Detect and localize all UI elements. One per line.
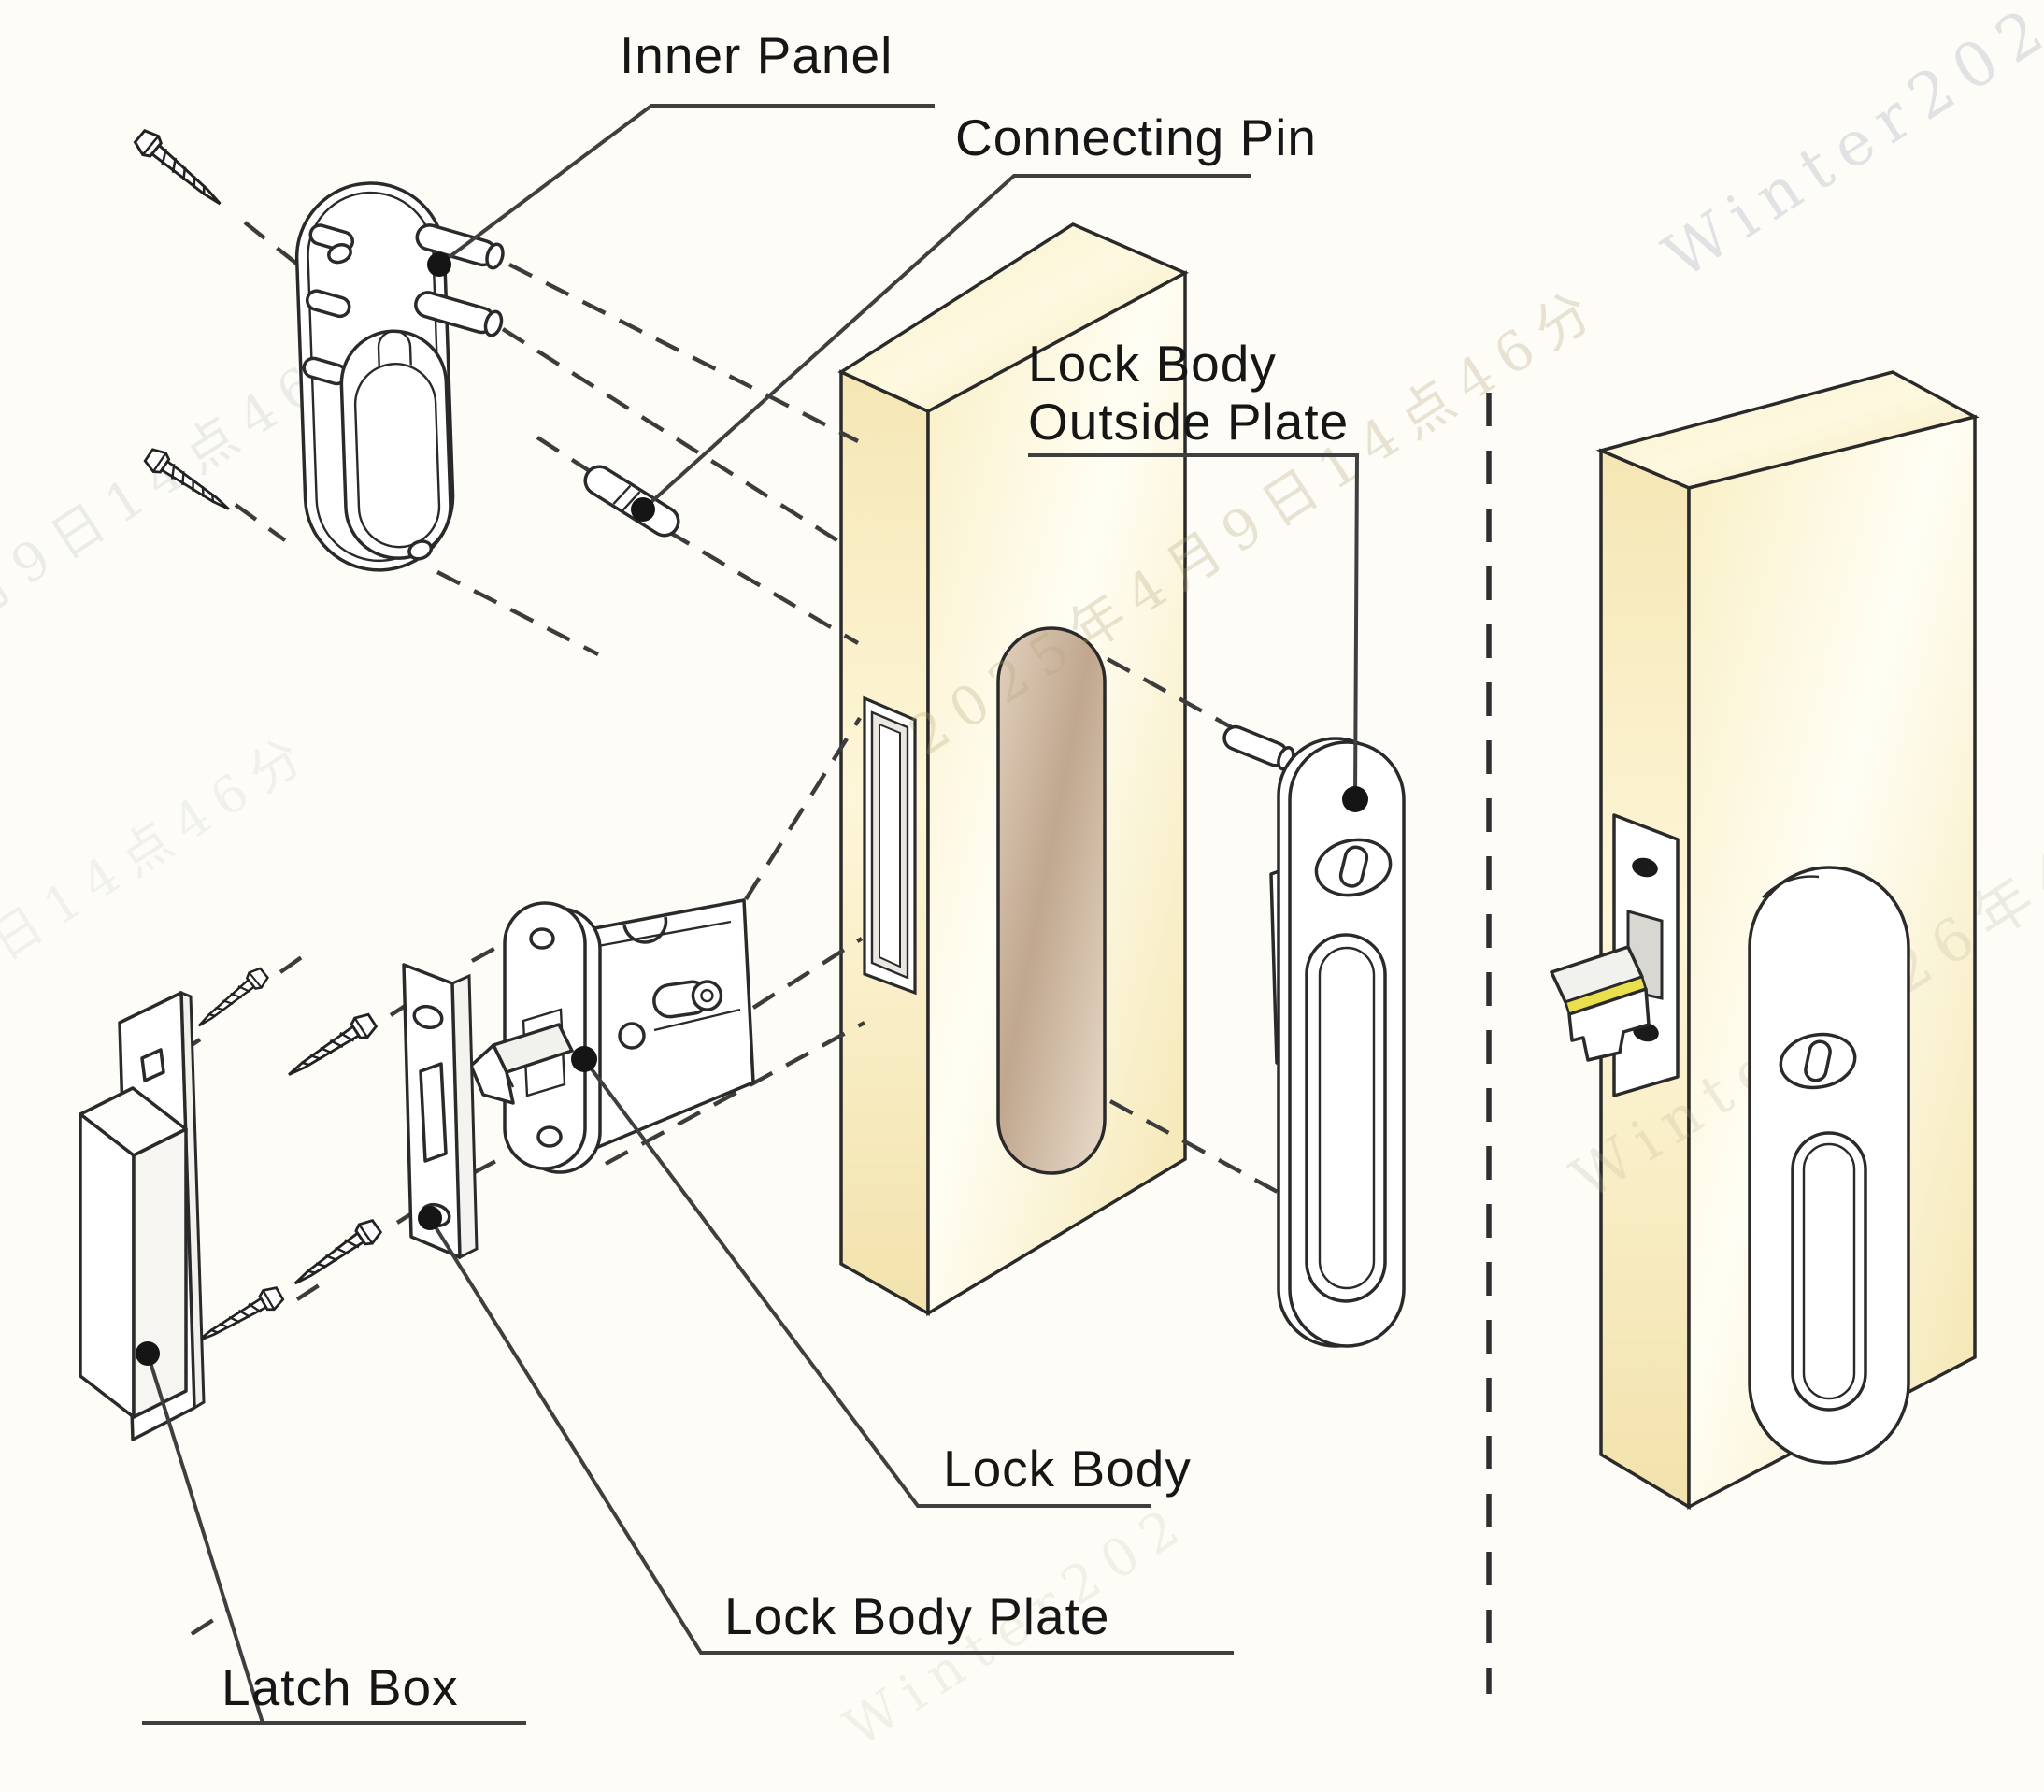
- leader-dot: [427, 252, 451, 277]
- leader-dot: [418, 1206, 442, 1230]
- leader-dot: [631, 497, 655, 522]
- door-panel-exploded: [837, 222, 1190, 1317]
- inner-panel-part: [294, 181, 505, 572]
- label-lock-body-plate: Lock Body Plate: [724, 1587, 1109, 1645]
- label-outside-plate-line1: Lock Body: [1028, 335, 1277, 393]
- leader-dot: [136, 1341, 160, 1366]
- labels: Inner Panel Connecting Pin Lock Body Out…: [222, 26, 1349, 1716]
- connecting-pin-part: [583, 465, 680, 538]
- alignment-dashed-lines: [168, 221, 1308, 1636]
- door-oval-cutout: [996, 626, 1107, 1175]
- leader-dot: [1342, 786, 1368, 812]
- label-outside-plate-line2: Outside Plate: [1028, 393, 1349, 451]
- lock-body-part: [469, 898, 755, 1174]
- outside-plate-part: [1222, 724, 1406, 1348]
- leader-lines: [136, 104, 1368, 1725]
- lock-body-plate-part: [402, 963, 479, 1260]
- mortise-slot: [863, 695, 917, 996]
- label-inner-panel: Inner Panel: [620, 26, 893, 84]
- label-connecting-pin: Connecting Pin: [955, 108, 1317, 166]
- leader-dot: [571, 1046, 597, 1072]
- label-latch-box: Latch Box: [222, 1658, 459, 1716]
- label-lock-body: Lock Body: [943, 1440, 1192, 1498]
- assembled-lock-hardware: [1550, 813, 1910, 1465]
